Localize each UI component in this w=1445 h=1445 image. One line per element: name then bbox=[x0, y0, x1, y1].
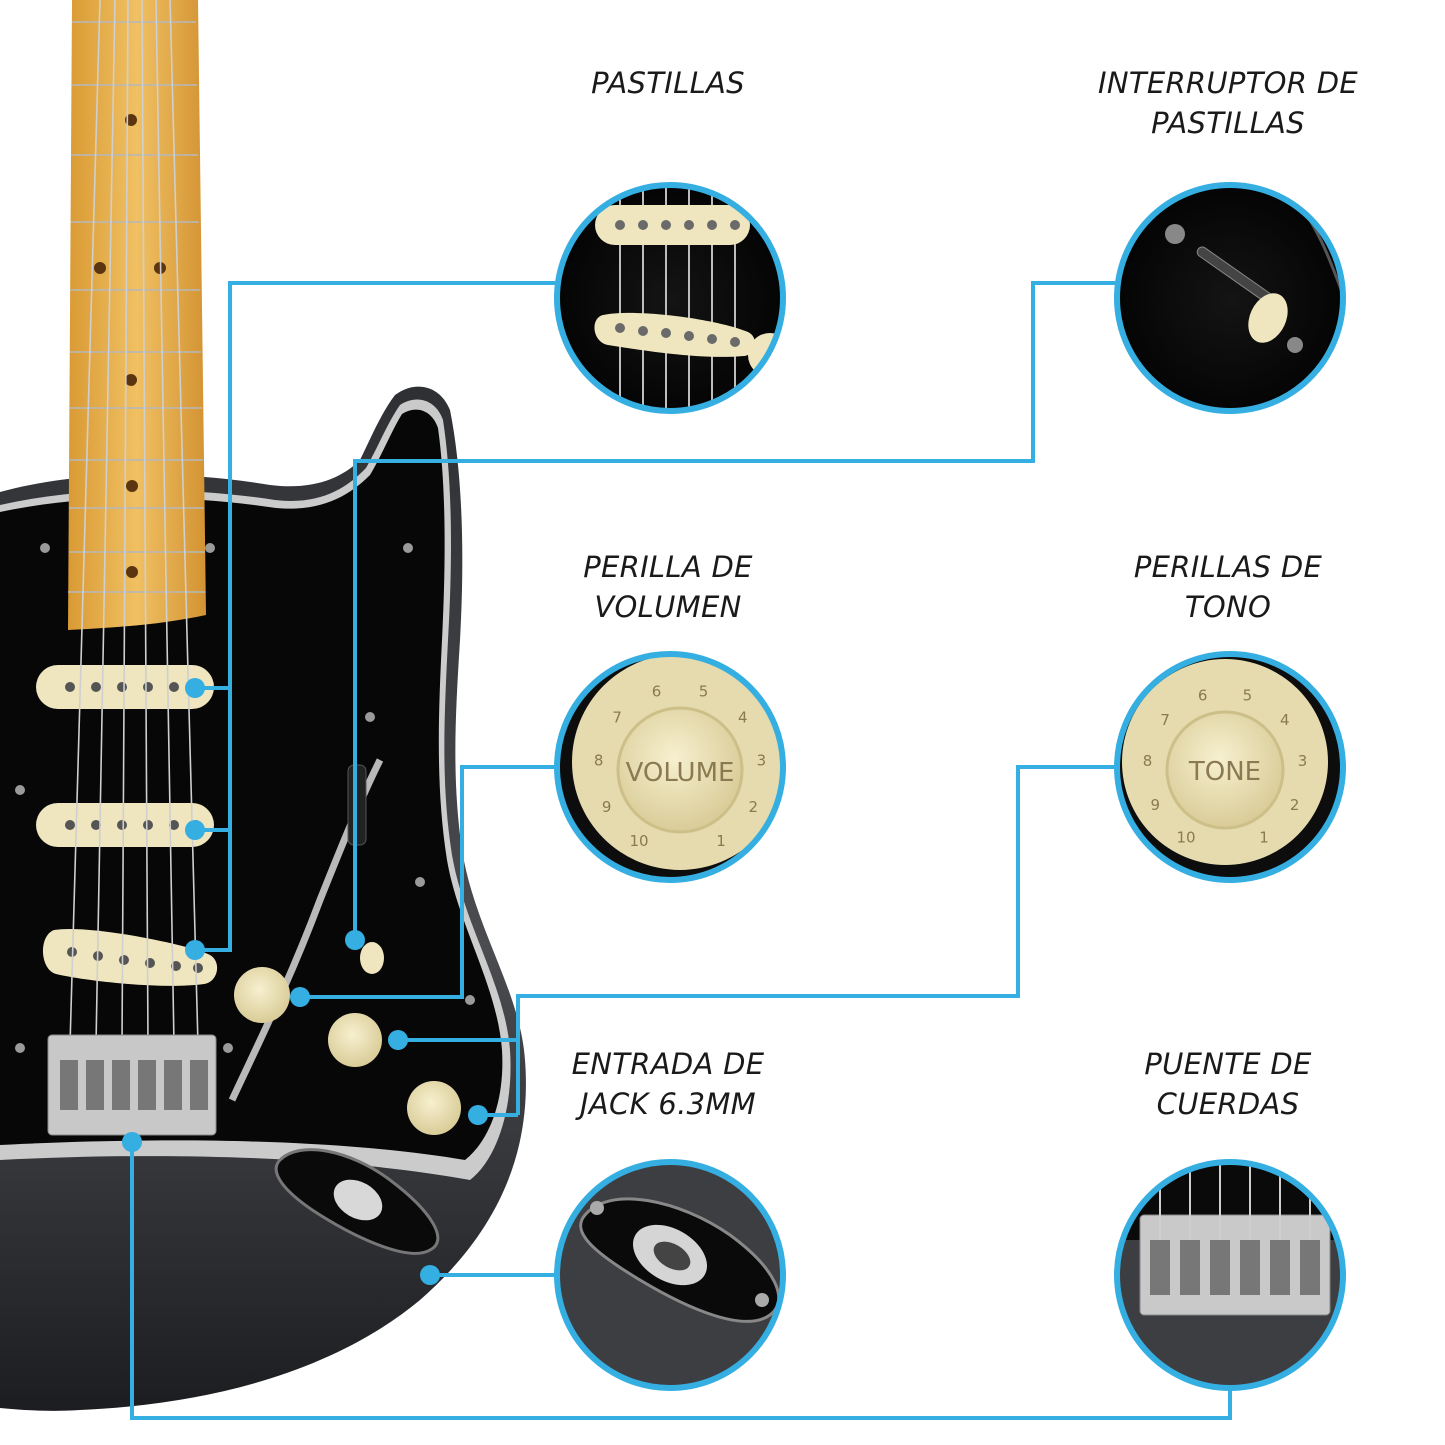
label-puente-line-1: PUENTE DE bbox=[1144, 1047, 1312, 1081]
detail-circle-jack bbox=[554, 1159, 786, 1391]
label-jack-line-2: JACK 6.3MM bbox=[579, 1087, 757, 1121]
label-pastillas-line-1: PASTILLAS bbox=[591, 66, 745, 100]
pickguard-screws bbox=[15, 543, 475, 1053]
callout-lines bbox=[130, 281, 1232, 1420]
detail-circle-volume-knob bbox=[554, 651, 786, 883]
guitar-knobs bbox=[234, 967, 461, 1135]
guitar-neck bbox=[68, 0, 206, 630]
label-jack-line-1: ENTRADA DE bbox=[571, 1047, 765, 1081]
callout-dots bbox=[122, 678, 488, 1285]
label-tono: PERILLAS DE TONO bbox=[1068, 547, 1388, 627]
detail-circle-bridge bbox=[1114, 1159, 1346, 1391]
guitar-strings bbox=[69, 0, 199, 1046]
label-tono-line-2: TONO bbox=[1184, 590, 1272, 624]
label-interruptor-line-1: INTERRUPTOR DE bbox=[1097, 66, 1359, 100]
label-pastillas: PASTILLAS bbox=[508, 63, 828, 103]
label-puente-line-2: CUERDAS bbox=[1156, 1087, 1300, 1121]
detail-circle-switch bbox=[1114, 182, 1346, 414]
label-interruptor: INTERRUPTOR DE PASTILLAS bbox=[1068, 63, 1388, 143]
label-jack: ENTRADA DE JACK 6.3MM bbox=[508, 1044, 828, 1124]
label-puente: PUENTE DE CUERDAS bbox=[1068, 1044, 1388, 1124]
label-volumen-line-1: PERILLA DE bbox=[583, 550, 753, 584]
detail-circle-pickups bbox=[554, 182, 786, 414]
label-interruptor-line-2: PASTILLAS bbox=[1151, 106, 1305, 140]
label-volumen-line-2: VOLUMEN bbox=[594, 590, 742, 624]
label-volumen: PERILLA DE VOLUMEN bbox=[508, 547, 828, 627]
label-tono-line-1: PERILLAS DE bbox=[1133, 550, 1323, 584]
jack-plate bbox=[274, 1148, 440, 1255]
detail-circle-tone-knob bbox=[1114, 651, 1346, 883]
guitar-bridge bbox=[47, 1034, 217, 1136]
